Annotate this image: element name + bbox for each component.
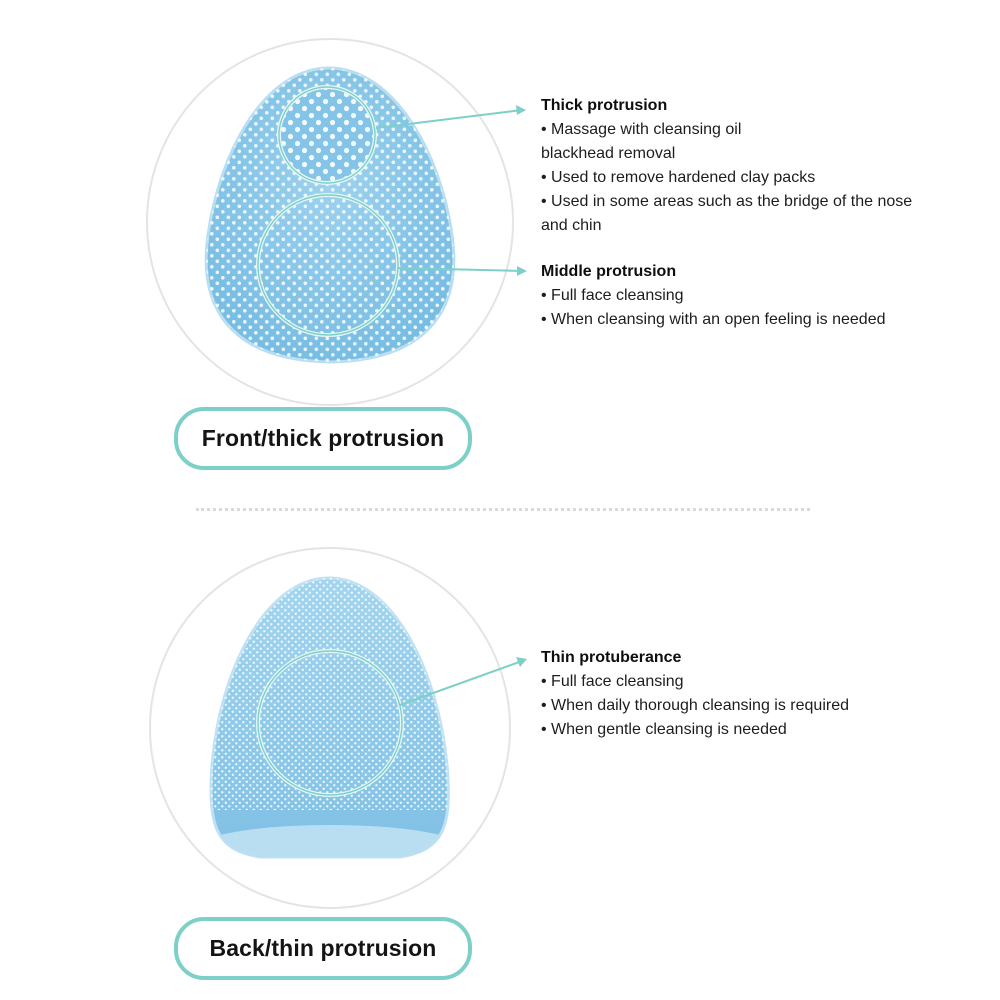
note-line: • When daily thorough cleansing is requi… [541, 697, 849, 714]
note-title: Middle protrusion [541, 263, 677, 280]
front-label-text: Front/thick protrusion [201, 425, 445, 451]
note-middle-protrusion: Middle protrusion • Full face cleansing … [541, 260, 886, 332]
back-label: Back/thin protrusion [174, 917, 472, 980]
note-title: Thick protrusion [541, 97, 668, 114]
front-pad-illustration-icon [146, 38, 527, 406]
back-label-text: Back/thin protrusion [209, 935, 437, 961]
callout-arrow-icon [375, 105, 527, 276]
front-section: Front/thick protrusion Thick protrusion … [146, 38, 912, 470]
note-thick-protrusion: Thick protrusion • Massage with cleansin… [541, 94, 912, 238]
note-line: • Used in some areas such as the bridge … [541, 193, 913, 210]
note-line: blackhead removal [541, 145, 676, 162]
front-label: Front/thick protrusion [174, 407, 472, 470]
note-line: • Massage with cleansing oil [541, 121, 742, 138]
note-thin-protuberance: Thin protuberance • Full face cleansing … [541, 646, 849, 742]
note-line: • Used to remove hardened clay packs [541, 169, 816, 186]
note-line: • Full face cleansing [541, 287, 684, 304]
note-line: • Full face cleansing [541, 673, 684, 690]
callout-arrow-icon [399, 657, 527, 706]
back-pad-illustration-icon [149, 547, 527, 909]
note-line: and chin [541, 217, 602, 234]
section-divider [196, 508, 810, 511]
note-title: Thin protuberance [541, 649, 682, 666]
back-section: Back/thin protrusion Thin protuberance •… [0, 500, 1000, 1000]
note-line: • When cleansing with an open feeling is… [541, 311, 886, 328]
note-line: • When gentle cleansing is needed [541, 721, 787, 738]
